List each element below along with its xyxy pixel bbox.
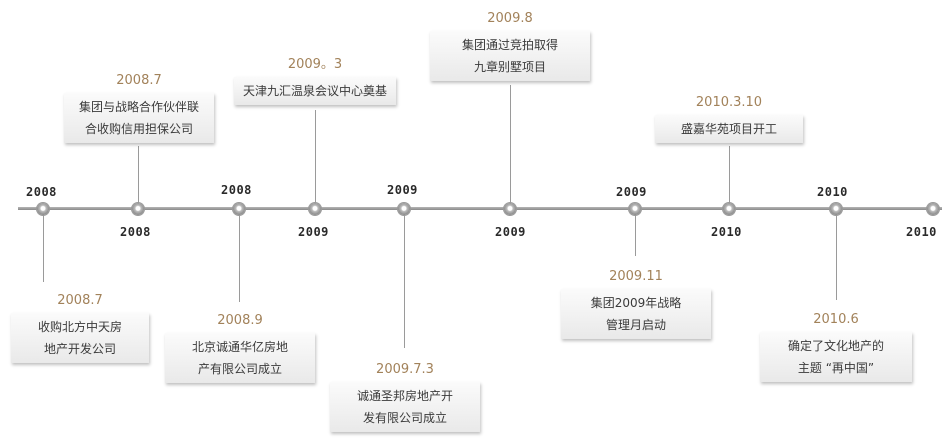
event-date: 2008.7 [116, 73, 162, 88]
timeline-node [309, 203, 321, 215]
timeline-node [398, 203, 410, 215]
timeline-event: 2009.11 集团2009年战略 管理月启动 [561, 268, 711, 339]
event-text: 天津九汇温泉会议中心奠基 [242, 84, 387, 98]
event-date: 2008.9 [217, 313, 263, 328]
year-label: 2010 [817, 185, 848, 199]
event-date: 2010.6 [813, 312, 859, 327]
timeline-node [629, 203, 641, 215]
timeline-node [37, 203, 49, 215]
event-box: 集团与战略合作伙伴联 合收购信用担保公司 [64, 93, 214, 143]
year-label: 2009 [387, 183, 418, 197]
event-date: 2010.3.10 [695, 95, 763, 110]
year-label: 2010 [711, 225, 742, 239]
event-text: 盛嘉华苑项目开工 [680, 122, 777, 136]
timeline-event: 2008.9 北京诚通华亿房地 产有限公司成立 [165, 312, 315, 383]
event-text: 北京诚通华亿房地 [191, 340, 288, 354]
event-text: 发有限公司成立 [362, 411, 447, 425]
event-box: 确定了文化地产的 主题 “再中国” [760, 332, 912, 382]
year-label: 2008 [120, 225, 151, 239]
connector-line [836, 214, 837, 300]
timeline-axis [18, 207, 942, 210]
event-text: 集团与战略合作伙伴联 [78, 100, 199, 114]
timeline-node [723, 203, 735, 215]
timeline-node [233, 203, 245, 215]
event-text: 九章别墅项目 [473, 60, 546, 74]
year-label: 2009 [495, 225, 526, 239]
connector-line [635, 214, 636, 256]
timeline-event: 2009。3 天津九汇温泉会议中心奠基 [234, 56, 396, 105]
year-label: 2010 [906, 225, 937, 239]
event-box: 收购北方中天房 地产开发公司 [11, 313, 149, 363]
event-text: 合收购信用担保公司 [84, 122, 193, 136]
year-label: 2009 [616, 185, 647, 199]
year-label: 2008 [26, 185, 57, 199]
timeline-node [927, 203, 939, 215]
event-date: 2009。3 [287, 57, 343, 72]
event-date: 2009.11 [609, 269, 663, 284]
event-date: 2008.7 [57, 293, 103, 308]
connector-line [138, 146, 139, 204]
connector-line [729, 146, 730, 204]
event-text: 集团2009年战略 [590, 296, 682, 310]
event-text: 地产开发公司 [43, 342, 116, 356]
timeline-event: 2008.7 收购北方中天房 地产开发公司 [11, 292, 149, 363]
connector-line [315, 110, 316, 204]
timeline-event: 2009.8 集团通过竞拍取得 九章别墅项目 [430, 10, 590, 81]
timeline-event: 2010.3.10 盛嘉华苑项目开工 [655, 94, 803, 143]
event-box: 集团通过竞拍取得 九章别墅项目 [430, 31, 590, 81]
event-box: 诚通圣邦房地产开 发有限公司成立 [330, 382, 480, 432]
connector-line [239, 214, 240, 302]
event-text: 主题 “再中国” [797, 361, 875, 375]
event-text: 管理月启动 [605, 318, 666, 332]
event-date: 2009.7.3 [376, 362, 434, 377]
event-text: 收购北方中天房 [37, 320, 122, 334]
event-text: 集团通过竞拍取得 [461, 38, 558, 52]
event-box: 北京诚通华亿房地 产有限公司成立 [165, 333, 315, 383]
timeline-event: 2008.7 集团与战略合作伙伴联 合收购信用担保公司 [64, 72, 214, 143]
event-date: 2009.8 [487, 11, 533, 26]
event-text: 产有限公司成立 [197, 362, 282, 376]
connector-line [510, 85, 511, 204]
timeline-event: 2009.7.3 诚通圣邦房地产开 发有限公司成立 [330, 361, 480, 432]
event-text: 诚通圣邦房地产开 [356, 389, 453, 403]
event-box: 天津九汇温泉会议中心奠基 [234, 77, 396, 105]
event-text: 确定了文化地产的 [787, 339, 884, 353]
event-box: 集团2009年战略 管理月启动 [561, 289, 711, 339]
timeline-node [830, 203, 842, 215]
event-box: 盛嘉华苑项目开工 [655, 115, 803, 143]
connector-line [404, 214, 405, 348]
year-label: 2009 [298, 225, 329, 239]
timeline-node [504, 203, 516, 215]
timeline-node [132, 203, 144, 215]
timeline-event: 2010.6 确定了文化地产的 主题 “再中国” [760, 311, 912, 382]
connector-line [43, 214, 44, 282]
year-label: 2008 [221, 183, 252, 197]
